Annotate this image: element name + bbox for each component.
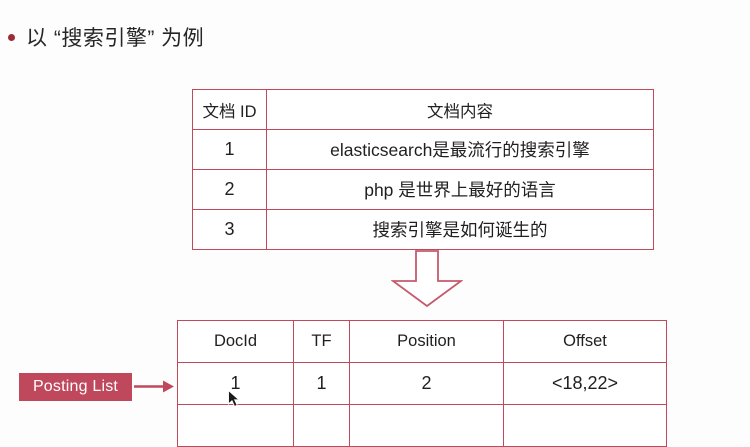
posting-list-table: DocId TF Position Offset 1 1 2 <18,22> [177, 320, 667, 447]
doc-table-header-id: 文档 ID [192, 89, 267, 130]
posting-cell-offset: <18,22> [503, 362, 667, 405]
posting-header-docid: DocId [177, 320, 294, 363]
bullet-icon [8, 33, 15, 41]
doc-content-cell: php 是世界上最好的语言 [266, 169, 654, 210]
posting-header-offset: Offset [503, 320, 667, 363]
posting-cell-tf [293, 404, 350, 447]
slide-canvas: 以 “搜索引擎” 为例 文档 ID 文档内容 1 elasticsearch是最… [8, 20, 667, 447]
table-row: 1 1 2 <18,22> [177, 362, 667, 405]
table-row: 2 php 是世界上最好的语言 [192, 169, 654, 210]
posting-cell-docid: 1 [177, 362, 294, 405]
doc-id-cell: 1 [192, 129, 267, 170]
posting-list-badge: Posting List [19, 373, 132, 401]
posting-header-position: Position [349, 320, 504, 363]
table-header-row: 文档 ID 文档内容 [192, 89, 654, 130]
posting-cell-position [349, 404, 504, 447]
doc-content-cell: 搜索引擎是如何诞生的 [266, 209, 654, 250]
posting-cell-offset [503, 404, 667, 447]
posting-cell-position: 2 [349, 362, 504, 405]
table-row: 3 搜索引擎是如何诞生的 [192, 209, 654, 250]
table-header-row: DocId TF Position Offset [177, 320, 667, 363]
doc-content-cell: elasticsearch是最流行的搜索引擎 [266, 129, 654, 170]
table-row [177, 404, 667, 447]
slide-title: 以 “搜索引擎” 为例 [8, 20, 204, 54]
document-table: 文档 ID 文档内容 1 elasticsearch是最流行的搜索引擎 2 ph… [192, 89, 654, 250]
posting-cell-docid [177, 404, 294, 447]
posting-list-badge-label: Posting List [32, 378, 119, 395]
posting-header-tf: TF [293, 320, 350, 363]
page-title: 以 “搜索引擎” 为例 [26, 27, 205, 50]
doc-id-cell: 3 [192, 209, 267, 250]
arrow-right-icon [134, 380, 174, 393]
doc-table-header-content: 文档内容 [266, 89, 654, 130]
arrow-down-block-icon [391, 250, 463, 308]
table-row: 1 elasticsearch是最流行的搜索引擎 [192, 129, 654, 170]
posting-cell-tf: 1 [293, 362, 350, 405]
doc-id-cell: 2 [192, 169, 267, 210]
